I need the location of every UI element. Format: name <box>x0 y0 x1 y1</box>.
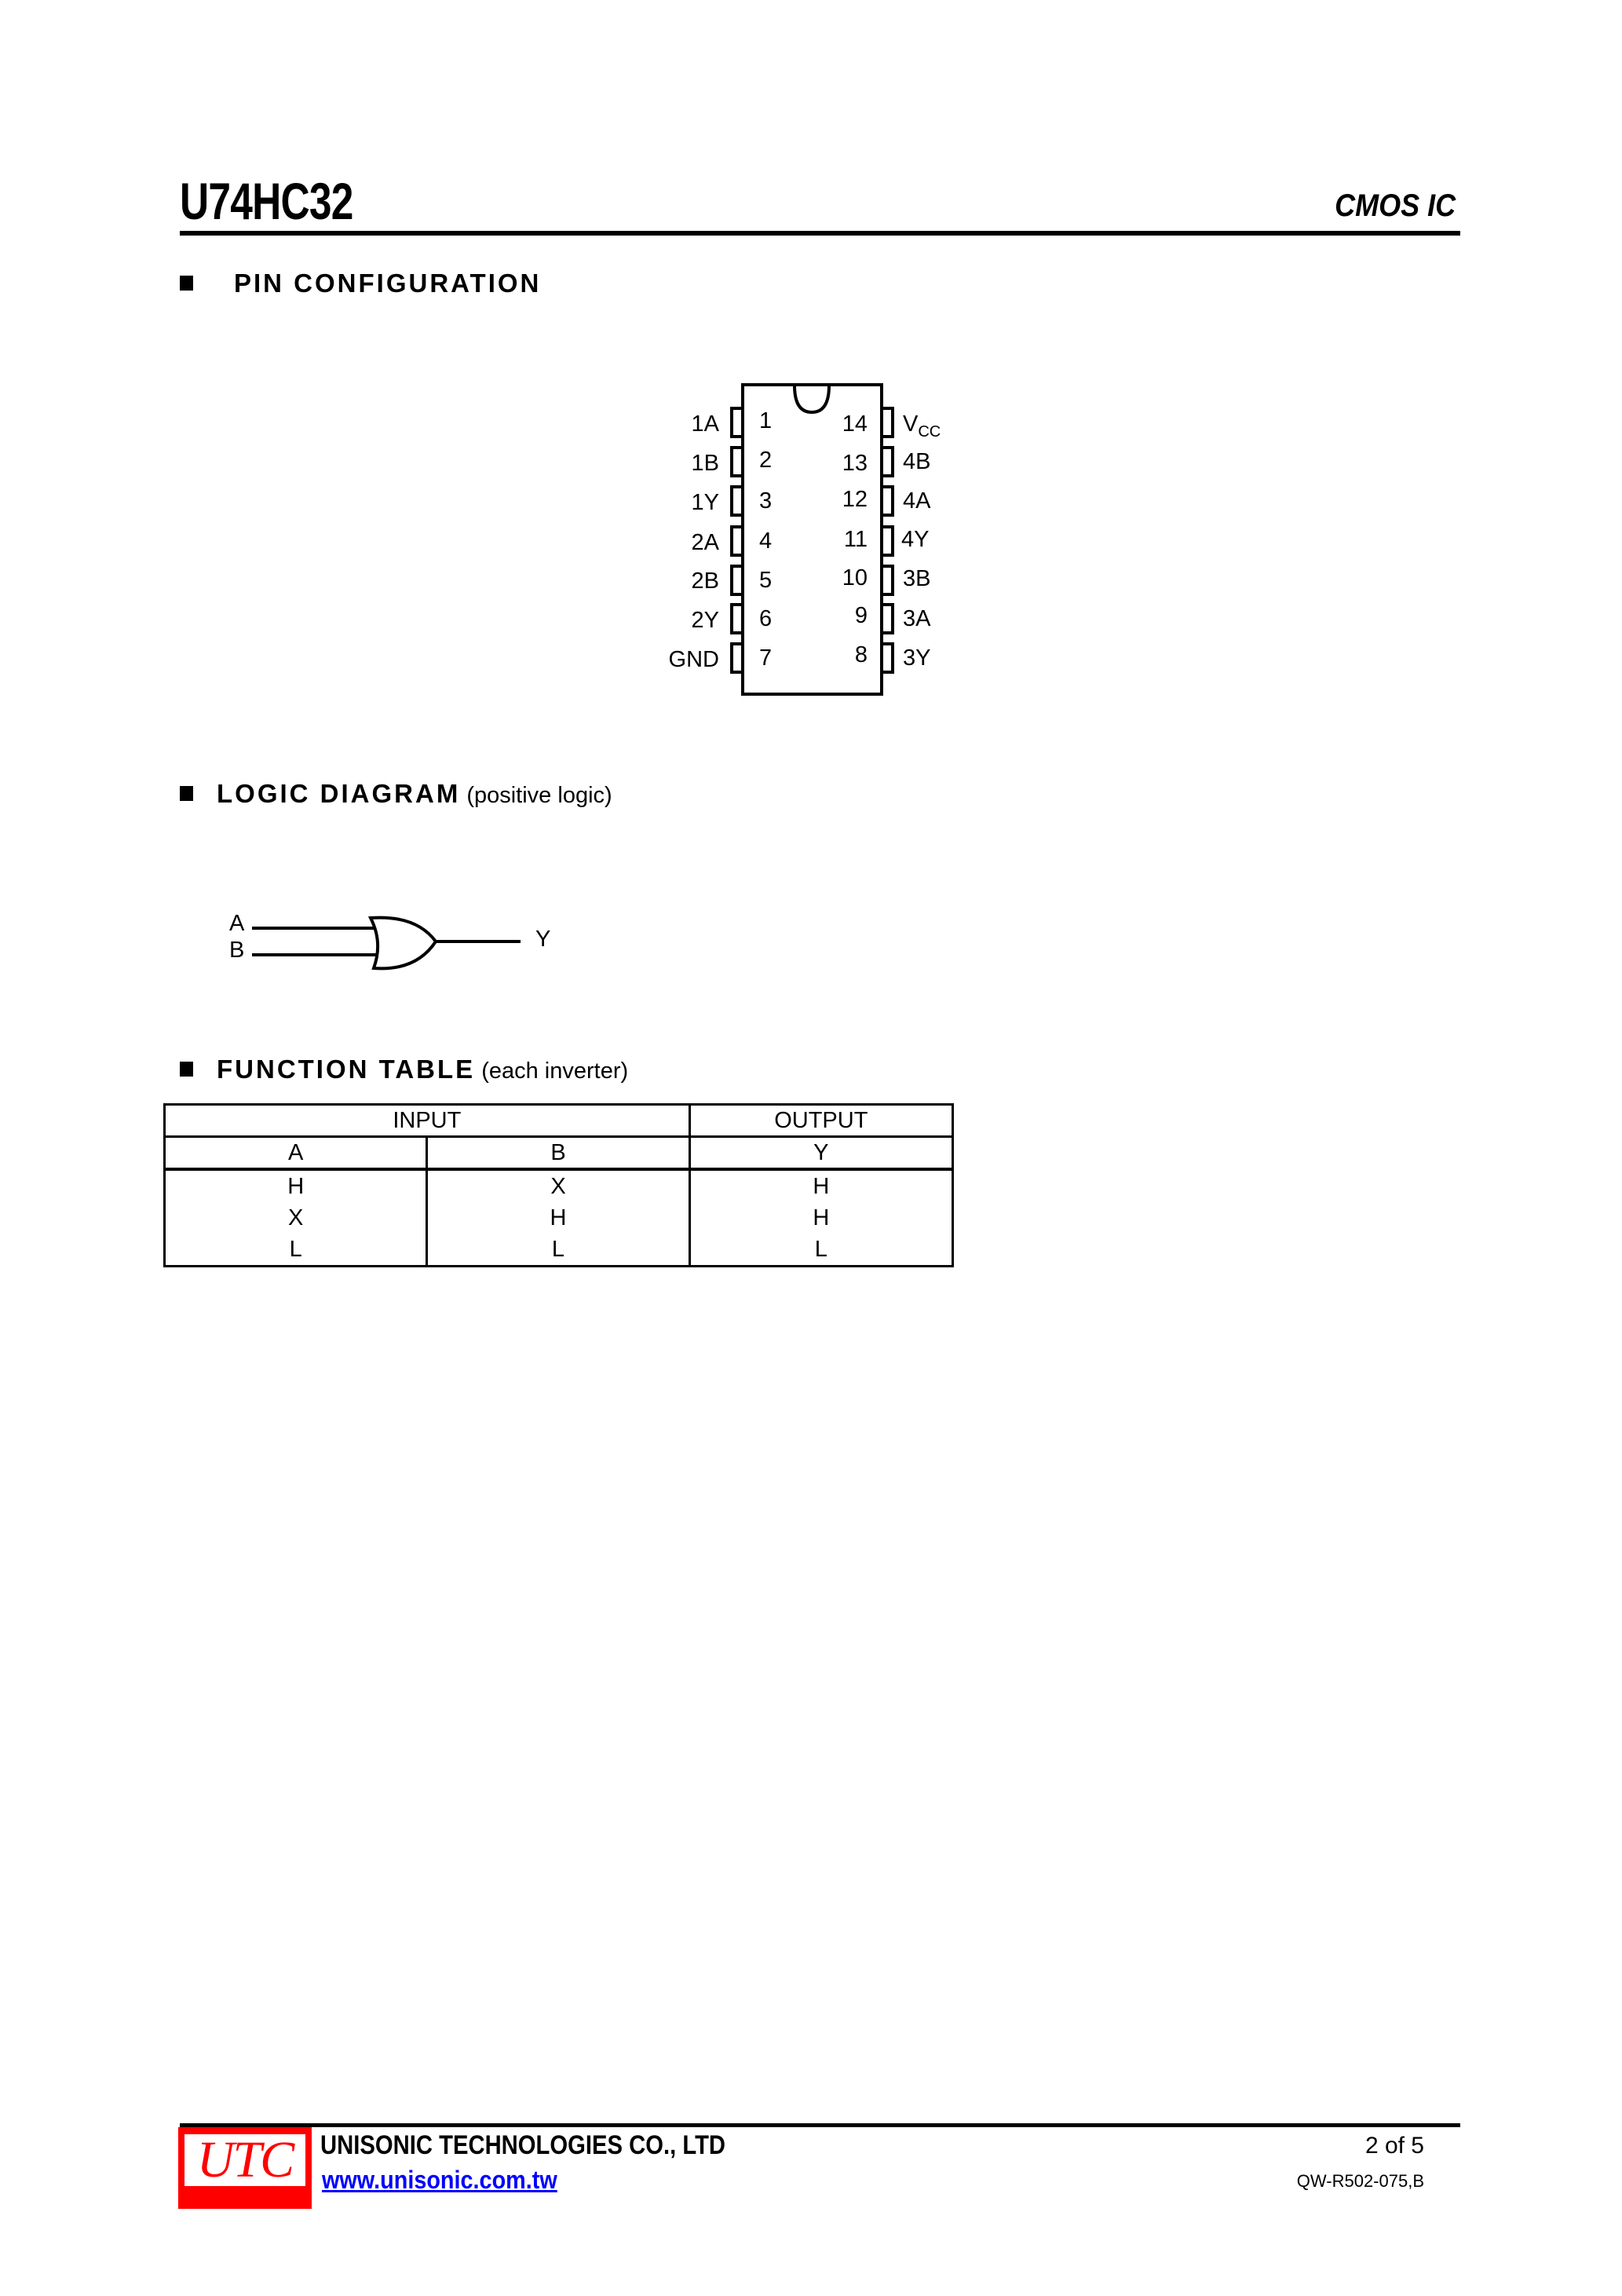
pin-number-12: 12 <box>842 487 868 512</box>
footer-rule <box>180 2123 1460 2127</box>
table-row: X H H <box>163 1202 955 1234</box>
bullet-square-icon <box>180 785 193 801</box>
table-cell: H <box>688 1168 955 1202</box>
input-label-a: A <box>229 911 245 936</box>
pin-number-8: 8 <box>854 642 868 667</box>
pin-name-7: GND <box>668 647 719 672</box>
pin-number-9: 9 <box>854 603 868 628</box>
pin-number-13: 13 <box>842 451 868 476</box>
pin-number-5: 5 <box>759 568 773 593</box>
pin-name-8: 3Y <box>903 645 931 671</box>
input-label-b: B <box>229 938 245 963</box>
section-title: FUNCTION TABLE <box>217 1055 476 1084</box>
section-title: PIN CONFIGURATION <box>234 269 542 298</box>
pin-number-14: 14 <box>842 411 868 437</box>
or-gate-diagram: A B Y <box>220 895 612 974</box>
utc-logo: UTC <box>178 2127 312 2209</box>
website-link[interactable]: www.unisonic.com.tw <box>322 2166 557 2194</box>
pin-name-4: 2A <box>691 530 719 555</box>
pin-name-10: 3B <box>903 566 931 591</box>
table-cell: X <box>163 1202 429 1234</box>
column-header-y: Y <box>688 1135 955 1171</box>
pin-number-6: 6 <box>759 606 773 631</box>
table-cell: L <box>163 1234 429 1267</box>
table-group-header-row: INPUT OUTPUT <box>163 1103 955 1138</box>
page-number: 2 of 5 <box>1364 2133 1424 2159</box>
pin-name-13: 4B <box>903 449 931 474</box>
document-id: QW-R502-075,B <box>1296 2171 1424 2191</box>
or-gate-icon <box>252 916 521 971</box>
table-column-header-row: A B Y <box>163 1135 955 1171</box>
pin-number-4: 4 <box>759 528 773 554</box>
pin-number-7: 7 <box>759 645 773 671</box>
pin-name-9: 3A <box>903 606 931 631</box>
function-table: INPUT OUTPUT A B Y H X H X H H L L L <box>163 1103 955 1267</box>
pin-number-11: 11 <box>843 527 868 552</box>
pin-number-3: 3 <box>759 488 773 514</box>
pin-name-2: 1B <box>691 451 719 476</box>
column-header-b: B <box>426 1135 691 1171</box>
table-cell: L <box>426 1234 691 1267</box>
logo-text: UTC <box>184 2134 305 2186</box>
table-cell: H <box>426 1202 691 1234</box>
table-row: L L L <box>163 1234 955 1267</box>
table-cell: L <box>688 1234 955 1267</box>
pin-name-1: 1A <box>691 411 719 437</box>
category-label: CMOS IC <box>1334 188 1456 223</box>
table-cell: H <box>688 1202 955 1234</box>
pin-name-6: 2Y <box>691 608 719 633</box>
company-name: UNISONIC TECHNOLOGIES CO., LTD <box>320 2130 726 2160</box>
notch-icon <box>793 385 831 415</box>
dip14-package-outline <box>730 383 894 696</box>
group-header-output: OUTPUT <box>688 1103 955 1138</box>
section-title: LOGIC DIAGRAM <box>217 779 461 808</box>
group-header-input: INPUT <box>163 1103 691 1138</box>
pin-number-10: 10 <box>842 565 868 590</box>
pin-name-12: 4A <box>903 488 931 514</box>
pin-name-5: 2B <box>691 569 719 594</box>
table-cell: X <box>426 1168 691 1202</box>
pin-number-1: 1 <box>759 408 773 433</box>
section-note: (positive logic) <box>466 783 612 808</box>
part-number-title: U74HC32 <box>180 172 353 230</box>
bullet-square-icon <box>180 1061 193 1077</box>
header-rule <box>180 231 1460 236</box>
table-cell: H <box>163 1168 429 1202</box>
pin-number-2: 2 <box>759 448 773 473</box>
bullet-square-icon <box>180 275 193 291</box>
table-row: H X H <box>163 1168 955 1202</box>
section-heading-pin-configuration: PIN CONFIGURATION <box>180 269 541 298</box>
section-heading-function-table: FUNCTION TABLE(each inverter) <box>180 1055 628 1084</box>
column-header-a: A <box>163 1135 429 1171</box>
section-note: (each inverter) <box>481 1058 629 1084</box>
pin-name-3: 1Y <box>691 490 719 515</box>
pin-configuration-diagram: 1A 1B 1Y 2A 2B 2Y GND 1 2 3 4 5 6 7 14 1… <box>644 369 974 707</box>
section-heading-logic-diagram: LOGIC DIAGRAM(positive logic) <box>180 779 612 809</box>
pin-name-14: VCC <box>903 411 941 441</box>
output-label-y: Y <box>535 927 551 952</box>
pin-name-11: 4Y <box>901 527 930 552</box>
